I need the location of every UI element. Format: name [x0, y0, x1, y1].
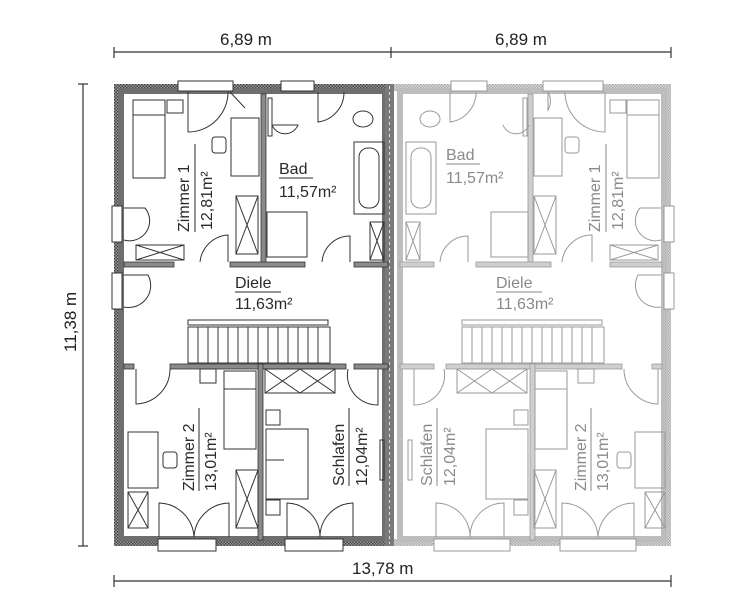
left-unit: Zimmer 1 12,81m² Bad 11,57m² Diele 11,63… — [111, 80, 394, 552]
room-label-zimmer1-left: Zimmer 1 — [176, 164, 193, 232]
room-label-bad-right: Bad — [446, 147, 474, 164]
room-area-zimmer2-right: 13,01m² — [595, 432, 612, 491]
room-label-zimmer1-right: Zimmer 1 — [587, 164, 604, 232]
room-area-diele-left: 11,63m² — [235, 296, 293, 313]
room-label-bad-left: Bad — [279, 161, 307, 178]
room-area-diele-right: 11,63m² — [496, 296, 554, 313]
room-label-zimmer2-right: Zimmer 2 — [573, 423, 590, 491]
room-label-diele-right: Diele — [496, 275, 533, 292]
dimension-label-bottom: 13,78 m — [352, 559, 413, 578]
room-area-bad-left: 11,57m² — [279, 184, 337, 201]
room-label-diele-left: Diele — [235, 275, 272, 292]
room-area-bad-right: 11,57m² — [446, 170, 504, 187]
room-area-schlafen-right: 12,04m² — [442, 427, 459, 486]
room-label-schlafen-right: Schlafen — [419, 424, 436, 486]
dimension-label-left: 11,38 m — [61, 292, 80, 352]
room-area-zimmer1-right: 12,81m² — [610, 171, 627, 230]
dimension-label-top-left: 6,89 m — [220, 30, 272, 49]
room-area-zimmer2-left: 13,01m² — [203, 432, 220, 491]
dimension-left — [78, 83, 88, 547]
right-unit: Bad 11,57m² Zimmer 1 12,81m² Diele 11,63… — [394, 80, 675, 552]
dimension-label-top-right: 6,89 m — [495, 30, 547, 49]
room-area-zimmer1-left: 12,81m² — [199, 171, 216, 230]
room-area-schlafen-left: 12,04m² — [354, 427, 371, 486]
dimension-bottom — [113, 575, 672, 587]
room-label-schlafen-left: Schlafen — [331, 424, 348, 486]
dimension-top — [113, 47, 672, 58]
room-label-zimmer2-left: Zimmer 2 — [181, 423, 198, 491]
